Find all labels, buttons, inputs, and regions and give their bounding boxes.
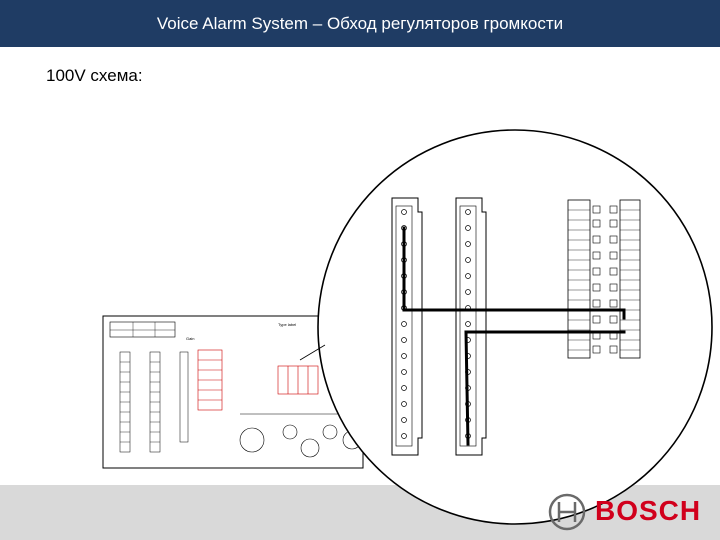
bypass-wires (402, 226, 626, 446)
terminal-strip-1 (391, 197, 423, 456)
bosch-armature-icon (548, 493, 586, 531)
bosch-logo: BOSCH (545, 490, 715, 535)
svg-text:Gain: Gain (186, 336, 194, 341)
zoom-circle (317, 129, 713, 525)
schema-label: 100V схема: (46, 66, 143, 85)
zoom-connector (299, 344, 326, 361)
terminal-block-right (567, 199, 641, 359)
header-bar: Voice Alarm System – Обход регуляторов г… (0, 0, 720, 47)
page-title: Voice Alarm System – Обход регуляторов г… (156, 14, 564, 33)
svg-text:Type label: Type label (278, 322, 296, 327)
terminal-strip-2 (455, 197, 487, 456)
logo-text: BOSCH (595, 495, 702, 526)
